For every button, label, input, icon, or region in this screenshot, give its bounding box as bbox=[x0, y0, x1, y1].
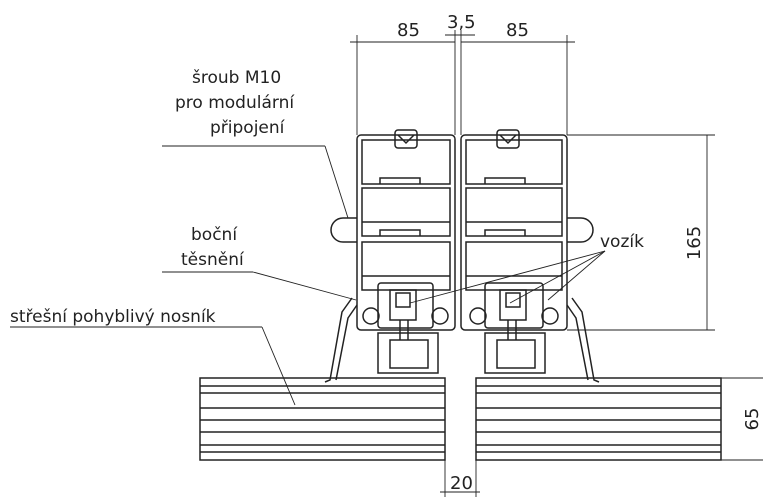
beam-left bbox=[199, 377, 446, 461]
height-dimension-module bbox=[567, 134, 715, 331]
label-seal-line2: těsnění bbox=[181, 250, 245, 270]
top-dimension-lines bbox=[350, 30, 575, 135]
dimension-gap-top: 3,5 bbox=[447, 12, 476, 33]
side-seals bbox=[324, 297, 600, 383]
label-screw-line2: pro modulární bbox=[175, 93, 295, 113]
dimension-gap-bottom: 20 bbox=[450, 473, 473, 494]
dimension-width-right: 85 bbox=[506, 20, 529, 41]
label-screw-line3: připojení bbox=[210, 118, 286, 138]
dimension-width-left: 85 bbox=[397, 20, 420, 41]
label-screw-line1: šroub M10 bbox=[192, 68, 281, 88]
label-beam: střešní pohyblivý nosník bbox=[10, 307, 216, 327]
side-screw-heads bbox=[330, 217, 594, 243]
module-right bbox=[460, 129, 568, 331]
beam-right bbox=[475, 377, 722, 461]
module-left bbox=[356, 129, 456, 331]
bottom-gap-dimension bbox=[440, 460, 480, 497]
height-dimension-beam bbox=[721, 377, 763, 461]
leader-lines bbox=[10, 145, 606, 406]
label-carriage: vozík bbox=[600, 232, 644, 252]
carriage-right bbox=[469, 282, 559, 374]
carriage-left bbox=[362, 282, 449, 374]
dimension-height-module: 165 bbox=[684, 226, 705, 260]
label-seal-line1: boční bbox=[191, 225, 238, 245]
dimension-height-beam: 65 bbox=[742, 408, 763, 431]
